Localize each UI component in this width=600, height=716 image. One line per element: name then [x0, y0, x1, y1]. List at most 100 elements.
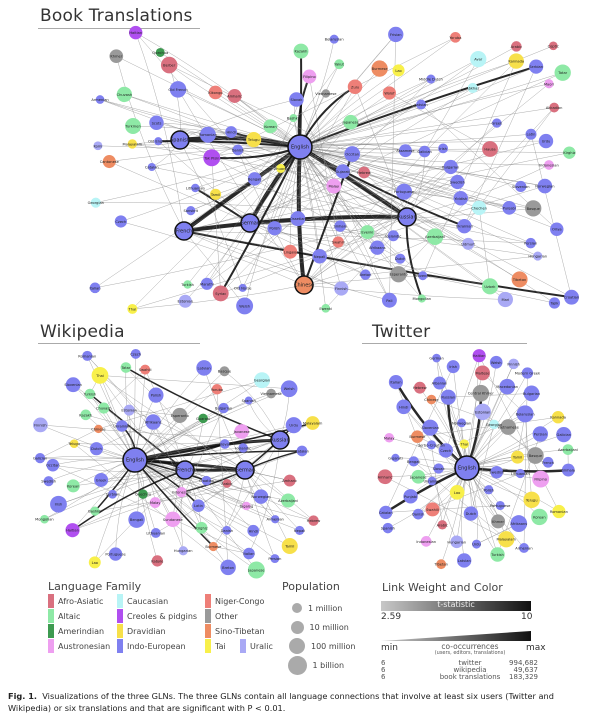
node-circle[interactable] [395, 253, 406, 264]
node-circle[interactable] [454, 455, 480, 481]
node-circle[interactable] [436, 559, 447, 570]
node-circle[interactable] [554, 64, 571, 81]
node-circle[interactable] [529, 59, 544, 74]
node-circle[interactable] [413, 381, 426, 394]
node-circle[interactable] [510, 450, 525, 464]
node-circle[interactable] [492, 118, 502, 128]
node-circle[interactable] [508, 53, 524, 69]
node-circle[interactable] [198, 413, 208, 424]
node-circle[interactable] [170, 130, 190, 150]
node-circle[interactable] [533, 251, 543, 261]
node-circle[interactable] [270, 430, 290, 450]
node-circle[interactable] [266, 388, 276, 399]
node-circle[interactable] [329, 34, 339, 44]
node-circle[interactable] [450, 174, 465, 190]
node-circle[interactable] [294, 275, 314, 295]
node-circle[interactable] [563, 146, 576, 159]
node-circle[interactable] [127, 303, 138, 314]
node-circle[interactable] [544, 79, 554, 89]
node-circle[interactable] [531, 508, 548, 526]
node-circle[interactable] [108, 547, 123, 561]
node-circle[interactable] [219, 366, 230, 377]
node-circle[interactable] [523, 491, 540, 509]
node-circle[interactable] [382, 522, 394, 534]
node-circle[interactable] [108, 489, 117, 499]
node-circle[interactable] [371, 60, 388, 77]
node-circle[interactable] [549, 102, 560, 113]
node-circle[interactable] [160, 56, 178, 74]
node-circle[interactable] [232, 144, 244, 156]
node-circle[interactable] [482, 141, 498, 157]
node-circle[interactable] [525, 237, 536, 249]
node-circle[interactable] [490, 465, 504, 479]
node-circle[interactable] [208, 541, 218, 552]
node-circle[interactable] [95, 95, 105, 104]
node-circle[interactable] [186, 206, 196, 216]
node-circle[interactable] [33, 417, 48, 433]
node-circle[interactable] [235, 460, 255, 480]
node-circle[interactable] [138, 489, 148, 499]
node-circle[interactable] [242, 501, 251, 511]
node-circle[interactable] [94, 424, 103, 434]
node-circle[interactable] [222, 525, 232, 535]
node-circle[interactable] [334, 281, 349, 296]
node-circle[interactable] [432, 353, 441, 363]
node-circle[interactable] [411, 430, 424, 443]
node-circle[interactable] [254, 372, 270, 389]
node-circle[interactable] [426, 394, 437, 405]
node-circle[interactable] [178, 294, 192, 308]
node-circle[interactable] [326, 178, 342, 194]
node-circle[interactable] [387, 230, 399, 242]
node-circle[interactable] [440, 389, 456, 405]
node-circle[interactable] [422, 419, 439, 436]
node-circle[interactable] [151, 555, 163, 567]
node-circle[interactable] [140, 364, 151, 375]
node-circle[interactable] [523, 385, 540, 402]
node-circle[interactable] [283, 244, 298, 259]
node-circle[interactable] [34, 453, 46, 464]
node-circle[interactable] [392, 64, 405, 77]
node-circle[interactable] [335, 164, 350, 179]
node-circle[interactable] [98, 402, 110, 414]
node-circle[interactable] [551, 411, 565, 424]
node-circle[interactable] [457, 218, 472, 234]
node-circle[interactable] [149, 115, 164, 130]
node-circle[interactable] [498, 531, 515, 548]
node-circle[interactable] [548, 297, 561, 309]
node-circle[interactable] [312, 249, 327, 264]
node-circle[interactable] [462, 237, 475, 250]
node-circle[interactable] [84, 388, 96, 400]
node-circle[interactable] [169, 81, 187, 98]
node-circle[interactable] [457, 418, 467, 428]
node-circle[interactable] [472, 349, 486, 363]
node-circle[interactable] [281, 537, 298, 555]
node-circle[interactable] [432, 376, 447, 390]
node-circle[interactable] [471, 200, 487, 216]
node-circle[interactable] [69, 439, 79, 449]
node-circle[interactable] [240, 213, 260, 233]
node-circle[interactable] [280, 380, 298, 398]
node-circle[interactable] [145, 414, 161, 430]
node-circle[interactable] [109, 49, 124, 64]
node-circle[interactable] [285, 417, 302, 434]
node-circle[interactable] [125, 118, 141, 134]
node-circle[interactable] [412, 508, 424, 520]
node-circle[interactable] [253, 489, 269, 504]
node-circle[interactable] [489, 419, 499, 430]
node-circle[interactable] [511, 271, 528, 288]
node-circle[interactable] [562, 444, 574, 455]
node-circle[interactable] [497, 291, 513, 308]
node-circle[interactable] [263, 119, 278, 134]
node-circle[interactable] [417, 294, 426, 303]
node-circle[interactable] [82, 350, 93, 361]
node-circle[interactable] [247, 561, 265, 579]
node-circle[interactable] [195, 521, 208, 534]
node-circle[interactable] [43, 476, 54, 487]
node-circle[interactable] [174, 221, 194, 241]
node-circle[interactable] [290, 211, 306, 227]
node-circle[interactable] [499, 378, 516, 395]
node-circle[interactable] [396, 399, 412, 415]
node-circle[interactable] [358, 166, 370, 179]
node-circle[interactable] [172, 407, 188, 424]
node-circle[interactable] [305, 416, 320, 430]
